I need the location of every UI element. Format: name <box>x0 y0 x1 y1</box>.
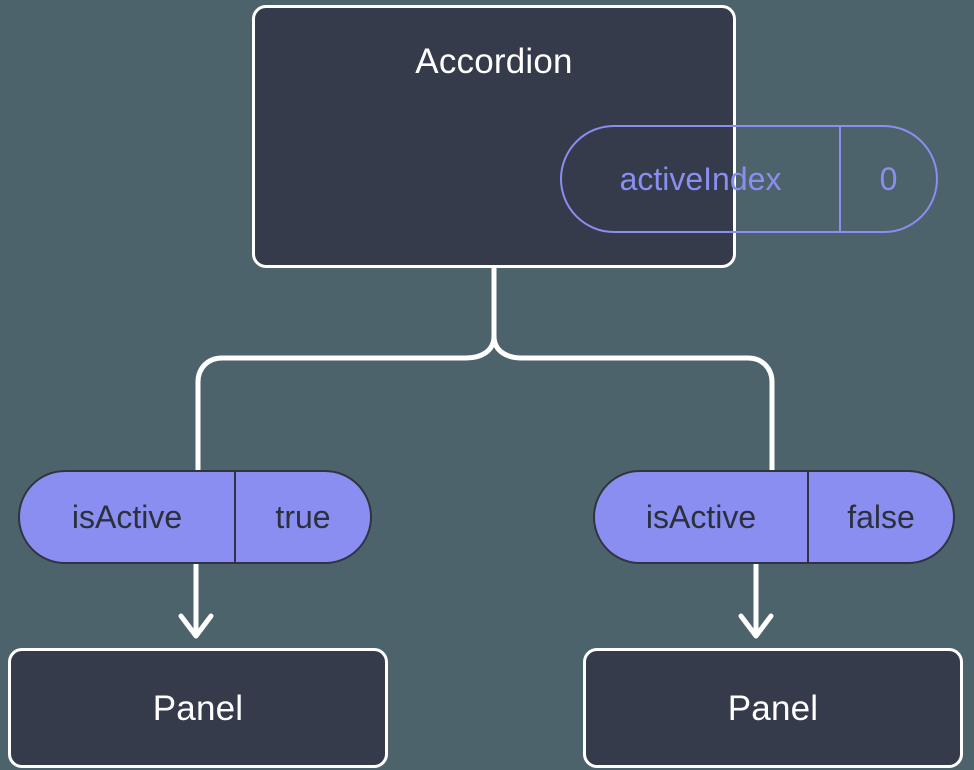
node-panel-right-title: Panel <box>727 688 819 728</box>
prop-pill-is-active-true[interactable]: isActive true <box>18 470 372 564</box>
node-accordion-title: Accordion <box>415 42 573 81</box>
state-pill-active-index[interactable]: activeIndex 0 <box>560 125 938 233</box>
connector-fork-right <box>491 335 775 470</box>
arrow-left-head-icon <box>178 613 214 639</box>
prop-pill-is-active-true-key: isActive <box>20 472 236 562</box>
state-pill-active-index-key: activeIndex <box>562 127 841 231</box>
arrow-right-head-icon <box>738 613 774 639</box>
node-accordion[interactable]: Accordion activeIndex 0 <box>252 5 938 268</box>
prop-pill-is-active-true-value: true <box>275 499 331 535</box>
state-pill-active-index-value: 0 <box>879 161 898 197</box>
prop-pill-is-active-false-key: isActive <box>595 472 809 562</box>
node-panel-right[interactable]: Panel <box>583 648 963 768</box>
node-panel-left[interactable]: Panel <box>8 648 388 768</box>
prop-pill-is-active-false-value: false <box>847 499 915 535</box>
connector-fork-left <box>195 335 497 470</box>
prop-pill-is-active-false[interactable]: isActive false <box>593 470 955 564</box>
node-panel-left-title: Panel <box>152 688 244 728</box>
